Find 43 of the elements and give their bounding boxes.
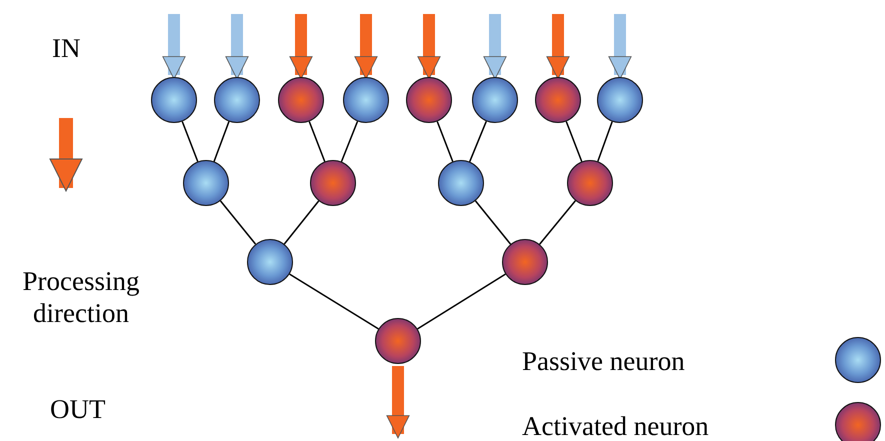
neuron-circle (535, 77, 581, 123)
connection-line (220, 200, 256, 245)
neuron-circle (310, 160, 356, 206)
connection-line (417, 274, 506, 330)
label-text: Processing direction (22, 265, 140, 330)
legend-text: Passive neuron (522, 345, 685, 378)
input-arrow (417, 14, 441, 80)
legend-text: Activated neuron (522, 410, 709, 441)
neuron-circle (438, 160, 484, 206)
connection-line (566, 121, 582, 162)
neuron-circle (343, 77, 389, 123)
neuron-circle (567, 160, 613, 206)
neuron-circle (183, 160, 229, 206)
input-arrow (162, 14, 186, 80)
neuron-circle (502, 239, 548, 285)
neuron-circle (472, 77, 518, 123)
connection-line (340, 121, 358, 162)
input-arrow (608, 14, 632, 80)
neuron-circle (375, 318, 421, 364)
neuron-circle (406, 77, 452, 123)
neuron-circle (214, 77, 260, 123)
connection-line (474, 200, 512, 245)
connection-line (289, 273, 379, 330)
input-arrow (225, 14, 249, 80)
neuron-circle (247, 239, 293, 285)
connection-line (213, 121, 230, 162)
connection-line (182, 121, 198, 162)
neuron-circle (597, 77, 643, 123)
connection-line (539, 200, 576, 245)
connection-line (436, 121, 454, 162)
connection-line (597, 121, 613, 162)
label-text: IN (52, 32, 80, 64)
neuron-circle (278, 77, 324, 123)
input-arrow (386, 366, 410, 438)
connection-line (308, 121, 326, 162)
connection-line (469, 121, 487, 162)
input-arrow (354, 14, 378, 80)
input-arrow (289, 14, 313, 80)
label-text: OUT (50, 393, 106, 426)
input-arrow (483, 14, 507, 80)
input-arrow (546, 14, 570, 80)
connection-line (284, 200, 320, 244)
neuron-circle (151, 77, 197, 123)
